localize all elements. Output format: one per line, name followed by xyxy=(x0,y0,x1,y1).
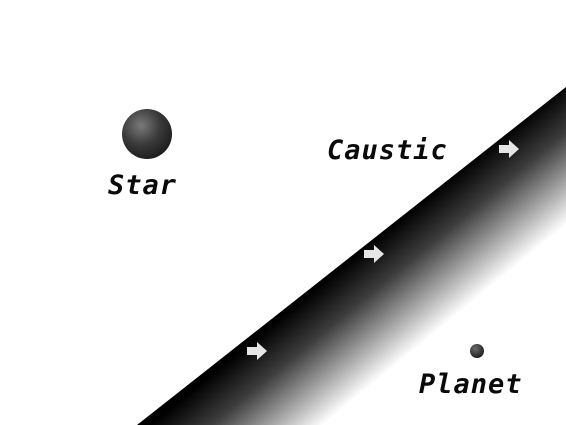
star-body xyxy=(122,109,172,159)
planet-label: Planet xyxy=(419,371,523,398)
star-label: Star xyxy=(108,172,177,199)
caustic-label: Caustic xyxy=(327,137,448,164)
planet-body xyxy=(470,344,484,358)
